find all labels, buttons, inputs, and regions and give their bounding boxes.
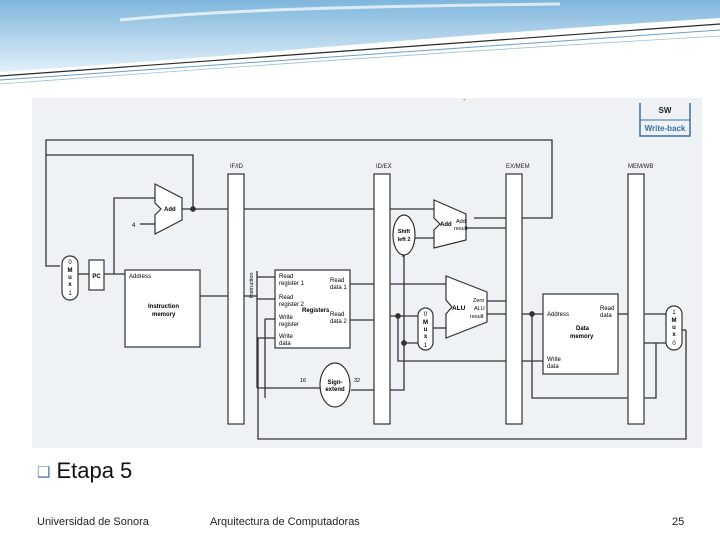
id-ex-label: ID/EX <box>376 164 392 170</box>
sign-extend <box>319 362 351 408</box>
diagram-label: Read <box>279 295 293 301</box>
diagram-label: x <box>424 334 428 340</box>
data-memory <box>542 293 619 375</box>
pc-register <box>88 259 105 291</box>
diagram-label: Shift <box>398 229 410 235</box>
constant-four: 4 <box>132 223 136 229</box>
mem-wb-label: MEM/WB <box>628 164 653 170</box>
if-id-label: IF/ID <box>230 164 244 170</box>
pc-label: PC <box>92 274 101 280</box>
diagram-label: data <box>547 364 559 370</box>
diagram-label: M <box>672 318 677 324</box>
diagram-label: 1 <box>68 291 72 297</box>
bullet-item: ❑ Etapa 5 <box>37 458 132 484</box>
diagram-label: 1 <box>672 310 676 316</box>
diagram-label: data <box>600 313 612 319</box>
diagram-label: u <box>672 325 676 331</box>
register-file <box>274 269 351 349</box>
if-id-register <box>227 173 245 425</box>
id-ex-register <box>373 173 391 425</box>
diagram-label: data 1 <box>330 285 347 291</box>
diagram-label: register 2 <box>279 302 305 308</box>
pipeline-registers: IF/ID ID/EX EX/MEM MEM/WB <box>227 164 653 425</box>
instruction-memory <box>124 269 201 348</box>
legend-write-back: Write-back <box>645 124 686 133</box>
diagram-label: memory <box>152 312 176 318</box>
writeback-mux: 1 M u x 0 <box>665 305 683 351</box>
diagram-label: extend <box>325 387 345 393</box>
diagram-label: M <box>68 268 73 274</box>
diagram-label: u <box>424 327 428 333</box>
footer-institution: Universidad de Sonora <box>37 516 149 528</box>
diagram-label: Add <box>164 207 176 213</box>
pc-mux: 0 M u x 1 <box>61 255 79 301</box>
pc-adder <box>154 183 183 235</box>
diagram-label: Add <box>440 222 452 228</box>
diagram-label: 16 <box>300 378 306 384</box>
diagram-label: left 2 <box>398 237 411 243</box>
diagram-label: Address <box>547 312 569 318</box>
diagram-label: Address <box>129 274 151 280</box>
shift-left-2 <box>392 214 416 256</box>
diagram-label: Write <box>279 334 294 340</box>
diagram-label: 0 <box>672 341 676 347</box>
diagram-label: ALU <box>452 305 466 312</box>
mem-wb-register <box>627 173 645 425</box>
diagram-label: Read <box>600 306 614 312</box>
diagram-label: Write <box>279 315 294 321</box>
diagram-label: ALU <box>474 306 485 312</box>
diagram-label: Read <box>330 278 344 284</box>
wires <box>45 139 687 440</box>
diagram-label: Write <box>547 357 562 363</box>
diagram-label: Instruction <box>148 304 179 310</box>
diagram-label: 0 <box>68 260 72 266</box>
alu <box>445 275 488 339</box>
diagram-label: 1 <box>424 343 428 349</box>
diagram-label: data 2 <box>330 319 347 325</box>
diagram-label: u <box>68 275 72 281</box>
diagram-label: x <box>672 332 676 338</box>
stray-mark: - <box>463 98 466 104</box>
diagram-label: result <box>454 226 468 232</box>
ex-mem-label: EX/MEM <box>506 164 530 170</box>
diagram-label: M <box>423 320 428 326</box>
bullet-icon: ❑ <box>37 464 51 481</box>
diagram-label: memory <box>570 334 594 340</box>
ex-mem-register <box>505 173 523 425</box>
branch-adder <box>433 199 467 249</box>
diagram-label: register <box>279 322 299 328</box>
diagram-label: register 1 <box>279 281 305 287</box>
diagram-label: Sign- <box>328 380 343 386</box>
diagram-label: Read <box>279 274 293 280</box>
diagram-label: data <box>279 341 291 347</box>
legend-sw: SW <box>659 106 672 115</box>
diagram-label: Zero <box>473 298 484 304</box>
diagram-label: Read <box>330 312 344 318</box>
diagram-label: 32 <box>354 378 360 384</box>
diagram-label: result <box>470 314 484 320</box>
pipeline-datapath-diagram: SW Write-back - <box>32 98 702 448</box>
instruction-label: Instruction <box>249 273 255 298</box>
alu-mux: 0 M u x 1 <box>417 307 434 351</box>
page-number: 25 <box>672 516 685 528</box>
header-banner <box>0 0 720 85</box>
diagram-label: Add <box>456 219 466 225</box>
footer-course: Arquitectura de Computadoras <box>210 516 360 528</box>
legend: SW Write-back <box>639 103 691 137</box>
bullet-text: Etapa 5 <box>56 458 133 483</box>
diagram-label: Data <box>576 326 590 332</box>
diagram-label: x <box>68 282 72 288</box>
diagram-label: Registers <box>302 308 330 314</box>
diagram-label: 0 <box>424 312 428 318</box>
